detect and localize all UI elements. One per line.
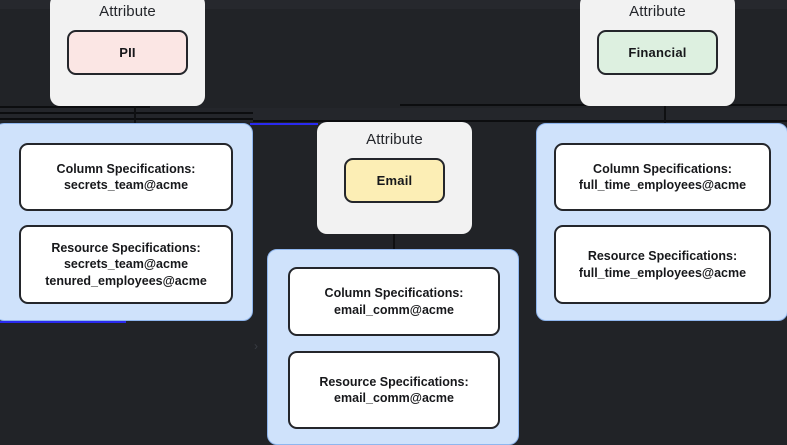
spec-panel-left[interactable]: Column Specifications: secrets_team@acme… [0, 123, 253, 321]
column-spec-heading: Column Specifications: [324, 286, 464, 300]
spec-panel-right[interactable]: Column Specifications: full_time_employe… [536, 123, 787, 321]
connector-rule-left-b [0, 112, 253, 114]
resource-spec-heading: Resource Specifications: [587, 249, 738, 263]
attribute-card-pii[interactable]: Attribute PII [50, 0, 205, 106]
column-spec-box-left[interactable]: Column Specifications: secrets_team@acme [19, 143, 233, 211]
resource-spec-box-middle[interactable]: Resource Specifications: email_comm@acme [288, 351, 500, 429]
attribute-card-pii-title: Attribute [99, 3, 156, 20]
attribute-card-financial[interactable]: Attribute Financial [580, 0, 735, 106]
connector-rule-right-b [253, 120, 787, 122]
column-spec-box-middle[interactable]: Column Specifications: email_comm@acme [288, 267, 500, 336]
resource-spec-box-left[interactable]: Resource Specifications: secrets_team@ac… [19, 225, 233, 304]
column-spec-box-right[interactable]: Column Specifications: full_time_employe… [554, 143, 771, 211]
accent-line-top [250, 123, 318, 125]
column-spec-item: secrets_team@acme [63, 178, 189, 192]
resource-spec-item-1: full_time_employees@acme [578, 265, 747, 280]
column-spec-item: email_comm@acme [334, 302, 454, 317]
background-band-top [0, 0, 787, 9]
resource-spec-item-1: secrets_team@acme [63, 257, 189, 272]
connector-stub-email [393, 233, 395, 249]
resource-spec-box-right[interactable]: Resource Specifications: full_time_emplo… [554, 225, 771, 304]
column-spec-heading: Column Specifications: [56, 161, 196, 176]
expand-chevron-icon[interactable]: › [254, 339, 258, 353]
attribute-card-email-title: Attribute [366, 131, 423, 148]
resource-spec-heading: Resource Specifications: [319, 374, 469, 389]
attribute-chip-pii[interactable]: PII [67, 30, 188, 75]
attribute-card-financial-title: Attribute [629, 3, 686, 20]
connector-rule-left-c [0, 118, 253, 120]
column-spec-heading: Column Specifications: [593, 161, 732, 176]
accent-line-bottom-left [0, 321, 126, 323]
resource-spec-heading: Resource Specifications: [51, 240, 201, 255]
resource-spec-item-1: email_comm@acme [334, 391, 454, 405]
attribute-chip-financial[interactable]: Financial [597, 30, 718, 75]
resource-spec-item-2: tenured_employees@acme [45, 273, 207, 288]
attribute-card-email[interactable]: Attribute Email [317, 122, 472, 234]
attribute-chip-email[interactable]: Email [344, 158, 445, 203]
connector-rule-left-a [0, 106, 150, 108]
connector-stub-pii [134, 104, 136, 124]
connector-stub-financial [664, 104, 666, 124]
spec-panel-middle[interactable]: Column Specifications: email_comm@acme R… [267, 249, 519, 445]
column-spec-item: full_time_employees@acme [578, 178, 747, 192]
